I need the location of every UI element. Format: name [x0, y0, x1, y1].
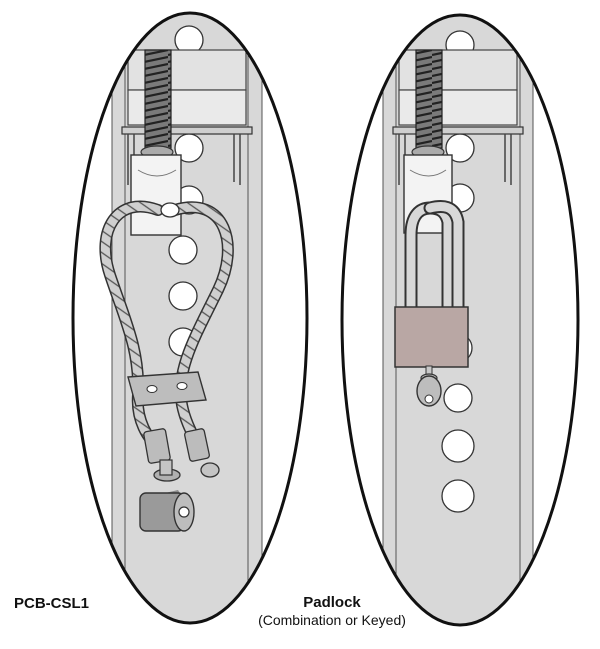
right-caption-subtitle: (Combination or Keyed)	[258, 612, 406, 628]
channel-hole	[168, 281, 198, 311]
lock-cylinder	[130, 154, 182, 236]
padlock-icon	[394, 200, 469, 407]
key-icon	[416, 365, 442, 407]
left-caption: PCB-CSL1	[14, 595, 90, 612]
cable-lock-icon	[99, 200, 234, 532]
left-panel	[71, 11, 309, 625]
right-panel	[340, 13, 580, 627]
cable-plate	[127, 371, 207, 407]
right-caption-title: Padlock	[303, 594, 361, 611]
threaded-rod-icon	[415, 49, 443, 149]
channel-hole	[443, 383, 473, 413]
channel-hole	[168, 235, 198, 265]
channel-hole	[441, 429, 475, 463]
channel-hole	[441, 479, 475, 513]
left-ellipse	[71, 11, 309, 625]
padlock-body	[394, 306, 469, 368]
threaded-rod-icon	[144, 49, 172, 149]
right-ellipse	[340, 13, 580, 627]
